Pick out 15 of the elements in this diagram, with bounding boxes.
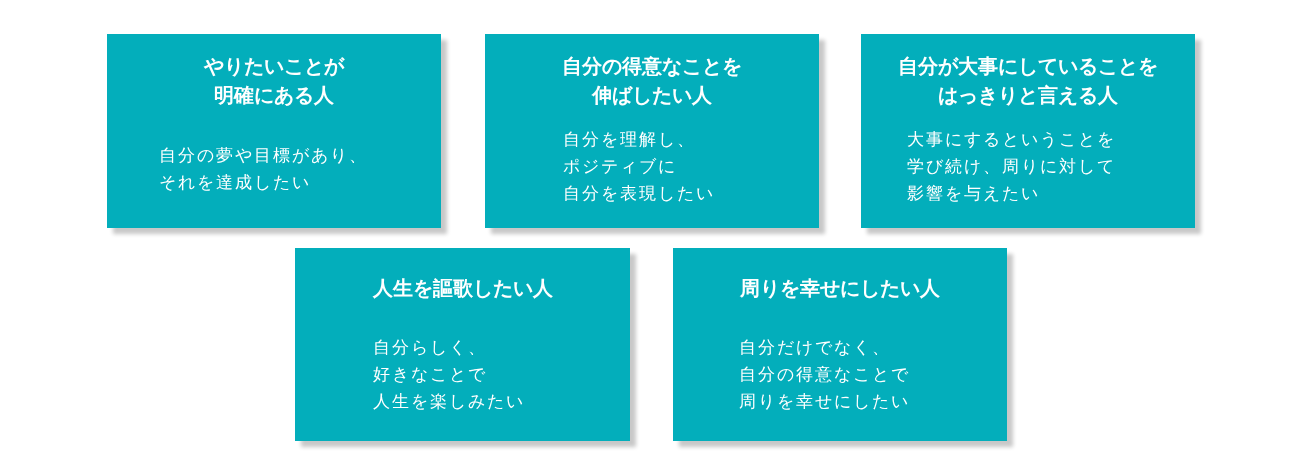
card-heading: 人生を謳歌したい人	[371, 275, 554, 302]
card-heading: 自分が大事にしていることをはっきりと言える人	[897, 53, 1159, 109]
card-background	[673, 248, 1007, 441]
card-background	[485, 34, 819, 228]
card-heading: やりたいことが明確にある人	[203, 53, 346, 109]
card-description: 自分の夢や目標があり、それを達成したい	[159, 144, 368, 194]
card-heading: 自分の得意なことを伸ばしたい人	[561, 53, 743, 109]
card-background	[295, 248, 630, 441]
card-background	[861, 34, 1195, 228]
card-background	[107, 34, 441, 228]
card-description: 自分だけでなく、自分の得意なことで周りを幸せにしたい	[739, 336, 910, 413]
card-description: 自分らしく、好きなことで人生を楽しみたい	[373, 336, 525, 413]
card-description: 大事にするということを学び続け、周りに対して影響を与えたい	[907, 128, 1116, 205]
card-heading: 周りを幸せにしたい人	[739, 275, 941, 302]
card-description: 自分を理解し、ポジティブに自分を表現したい	[563, 128, 715, 205]
